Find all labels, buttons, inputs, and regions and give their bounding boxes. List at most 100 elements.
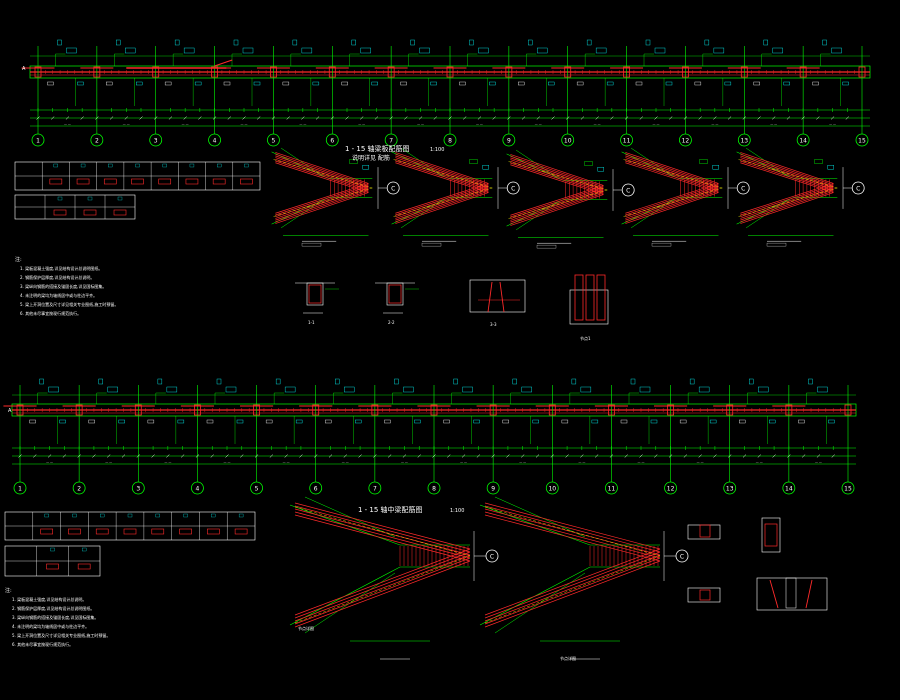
dim-tick [109,116,114,120]
annotation-tag [362,164,369,170]
joint-rebar [275,184,369,216]
axis-bubble [208,133,221,147]
dim-text: — — [105,460,112,464]
column-mark [489,404,497,416]
dim-tick [95,116,99,120]
dim-tick [92,454,96,458]
annotation-box [576,81,584,86]
notes-bottom-line: 3. 梁纵向钢筋的搭接及锚固长度,详见国标图集。 [12,614,98,620]
joint-rebar [275,157,369,189]
annotation-tag [712,164,719,170]
column-mark [34,66,42,78]
annotation-tag [630,378,636,385]
column-mark [858,66,866,78]
annotation-box [360,47,371,54]
table-section-symbol [212,178,226,185]
column-mark [328,66,336,78]
column-mark [430,404,438,416]
detail-rebar [585,274,595,321]
dim-tick [257,116,261,120]
annotation-box [236,419,244,424]
joint-outline [494,496,586,538]
dim-tick [757,116,761,120]
annotation-tag [586,39,592,46]
joint-rebar [275,183,369,214]
dim-tick [154,116,158,120]
annotation-box [147,419,155,424]
dim-tick [669,116,673,120]
annotation-box [798,419,805,424]
annotation-box [301,47,313,54]
column-mark [564,66,572,78]
joint-rebar [510,188,604,220]
joint-rebar [510,164,604,195]
annotation-box [532,419,539,424]
dim-tick [314,454,318,458]
dim-tick [387,454,392,458]
dim-tick [536,116,540,120]
column-mark [312,404,320,416]
joint-rebar [395,192,489,224]
dim-tick [166,454,170,458]
dim-tick [595,116,599,120]
table-section-symbol [53,209,67,216]
dim-tick [801,116,805,120]
column-mark [93,66,101,78]
axis-label: 3 [154,138,158,145]
notes-top-line: 1. 梁板混凝土强度,详见结构设计总说明图纸。 [20,265,102,271]
axis-label: 4 [213,138,217,145]
section-outline [469,279,526,313]
detail-marker-label: C [856,186,860,193]
axis-label: 9 [507,138,511,145]
dim-tick [180,454,185,458]
dim-text: — — [829,122,836,126]
dim-text: — — [535,122,542,126]
table-section-symbol [46,563,59,570]
annotation-box [125,47,136,54]
dim-tick [742,116,746,120]
joint-rebar [740,192,834,224]
notes-top-line: 2. 钢筋保护层厚度,详见结构设计总说明。 [20,274,94,280]
joint-label: 节点详图 [298,625,314,631]
dim-tick [373,454,377,458]
joint-rebar [625,157,719,189]
detail-marker-label: C [391,186,395,193]
joint-rebar [510,192,604,225]
dim-tick [535,454,540,458]
axis-label: 1 [18,486,22,493]
dim-tick [389,116,393,120]
annotation-box [344,386,355,393]
dim-tick [491,454,495,458]
column-mark [75,404,83,416]
axis-bubble [368,481,382,495]
joint-outline [289,504,470,546]
dim-tick [683,116,688,120]
dim-tick [242,116,246,120]
annotation-tag [216,378,222,385]
dim-tick [698,116,702,120]
annotation-box [713,47,725,54]
dim-tick [463,116,467,120]
axis-label: 2 [77,486,81,493]
annotation-box [414,419,421,424]
dim-tick [121,454,126,458]
annotation-box [183,47,195,54]
joint-rebar [395,157,489,189]
joint-rebar [484,508,661,556]
joint-rebar [484,554,661,622]
axis-label: 15 [844,486,852,493]
joint-rebar [740,160,834,192]
notes-top-line: 3. 梁纵向钢筋的搭接及锚固长度,详见国标图集。 [20,283,106,289]
annotation-box [419,47,430,54]
dim-tick [816,116,820,120]
dim-text: — — [815,460,822,464]
annotation-box [591,419,599,424]
detail-marker [851,181,865,195]
annotation-box [502,419,509,424]
annotation-box [225,386,237,393]
table-section-symbol [185,178,199,185]
annotation-box [635,81,643,86]
dim-tick [683,454,688,458]
axis-bubble [90,133,104,147]
